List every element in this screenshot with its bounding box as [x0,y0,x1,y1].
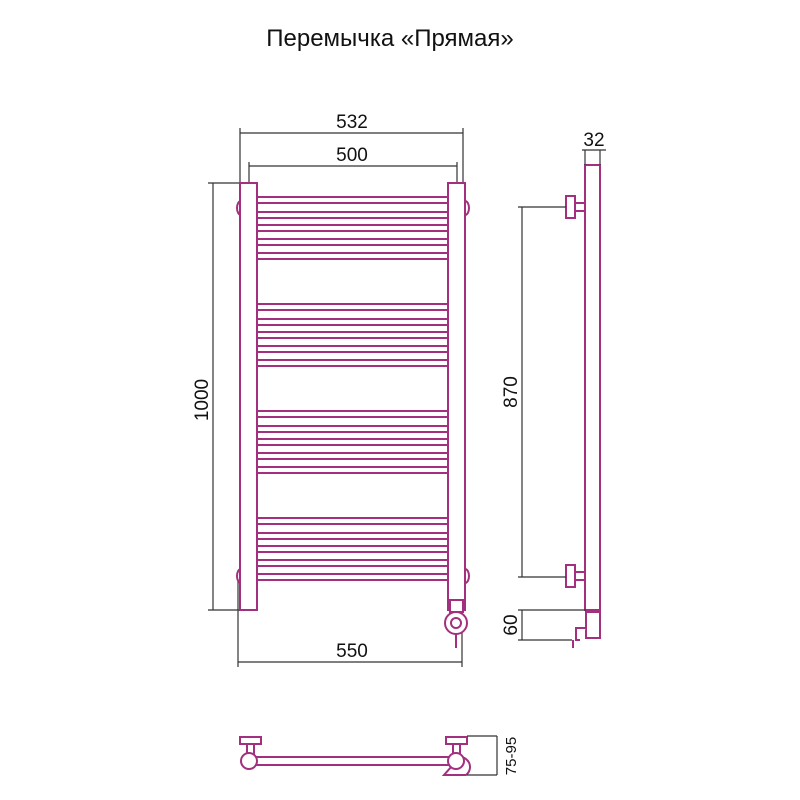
bottom-bracket [565,564,586,588]
dim-500: 500 [248,145,458,183]
top-view: 75-95 [239,735,520,776]
svg-text:500: 500 [336,145,368,166]
svg-text:75-95: 75-95 [503,737,520,775]
dim-60: 60 [501,609,586,641]
side-view: 32 870 60 [501,130,606,648]
svg-text:1000: 1000 [192,379,213,421]
svg-text:60: 60 [501,614,522,635]
valve-core [450,617,462,629]
rung [254,545,451,553]
rung [254,466,451,474]
dim-550: 550 [237,580,463,667]
rung [254,238,451,246]
rung [254,359,451,367]
rung [254,559,451,567]
rung [254,345,451,353]
svg-text:870: 870 [501,376,522,408]
rung [254,196,451,204]
rung [254,573,451,581]
rung [254,224,451,232]
dim-32: 32 [582,130,606,165]
dim-75-95: 75-95 [467,735,520,776]
dim-870: 870 [501,206,566,578]
rung [254,303,451,311]
top-bracket [565,195,586,219]
svg-text:550: 550 [336,641,368,662]
drawing-title: Перемычка «Прямая» [266,25,513,52]
rung [254,211,451,219]
rung [254,532,451,540]
svg-text:32: 32 [583,130,604,151]
rung [254,252,451,260]
rung [254,517,451,525]
side-valve [572,611,601,648]
front-view [236,182,470,648]
svg-text:532: 532 [336,112,368,133]
dim-532: 532 [239,112,464,183]
rung [254,318,451,326]
left-rail [239,182,258,611]
dim-1000: 1000 [192,182,240,611]
right-rail [447,182,466,611]
rung [254,438,451,446]
rung [254,425,451,433]
rung [254,452,451,460]
rung [254,331,451,339]
valve-neck [449,599,464,613]
rung [254,410,451,418]
